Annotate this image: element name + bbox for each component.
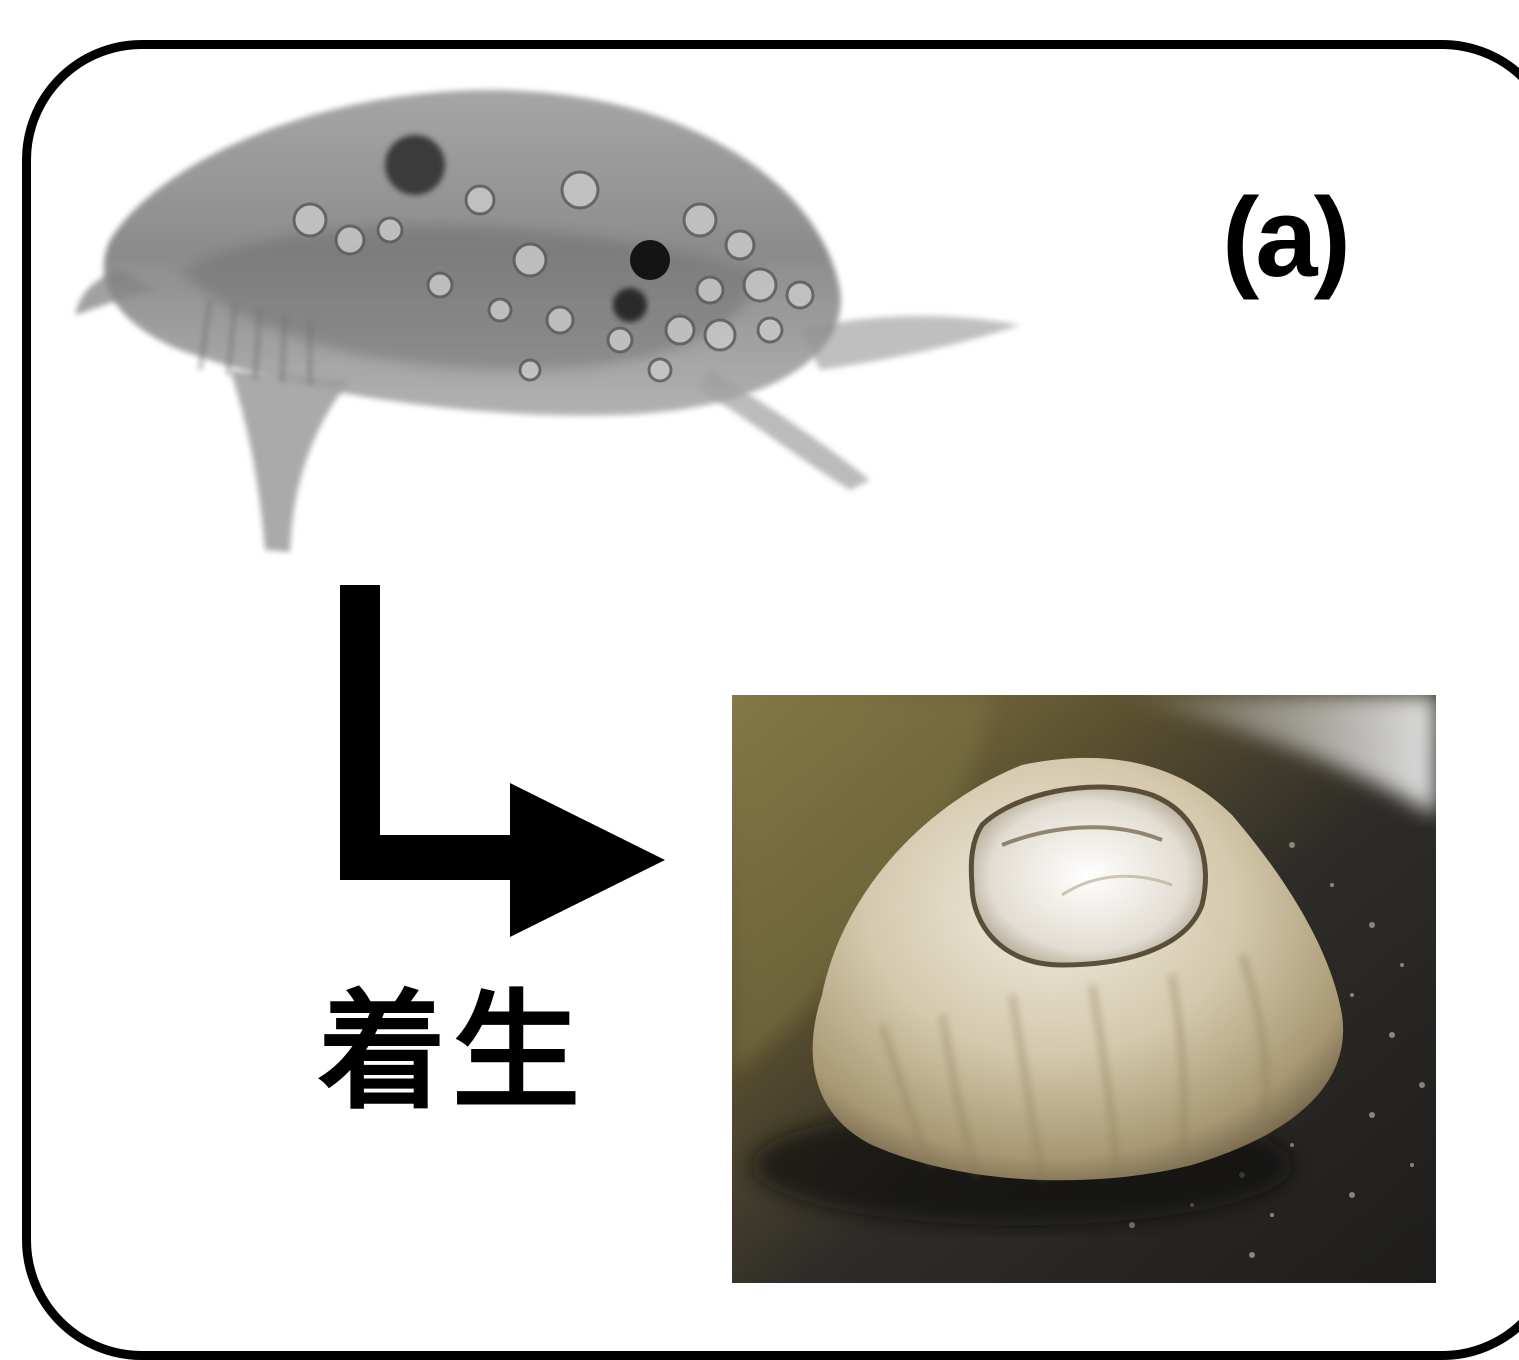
panel-label: (a)	[1222, 178, 1392, 298]
cypris-larva-illustration	[60, 70, 1050, 570]
settlement-caption: 着生	[318, 978, 618, 1128]
settled-barnacle-photo	[732, 695, 1436, 1283]
l-shaped-arrow-icon	[330, 575, 680, 945]
